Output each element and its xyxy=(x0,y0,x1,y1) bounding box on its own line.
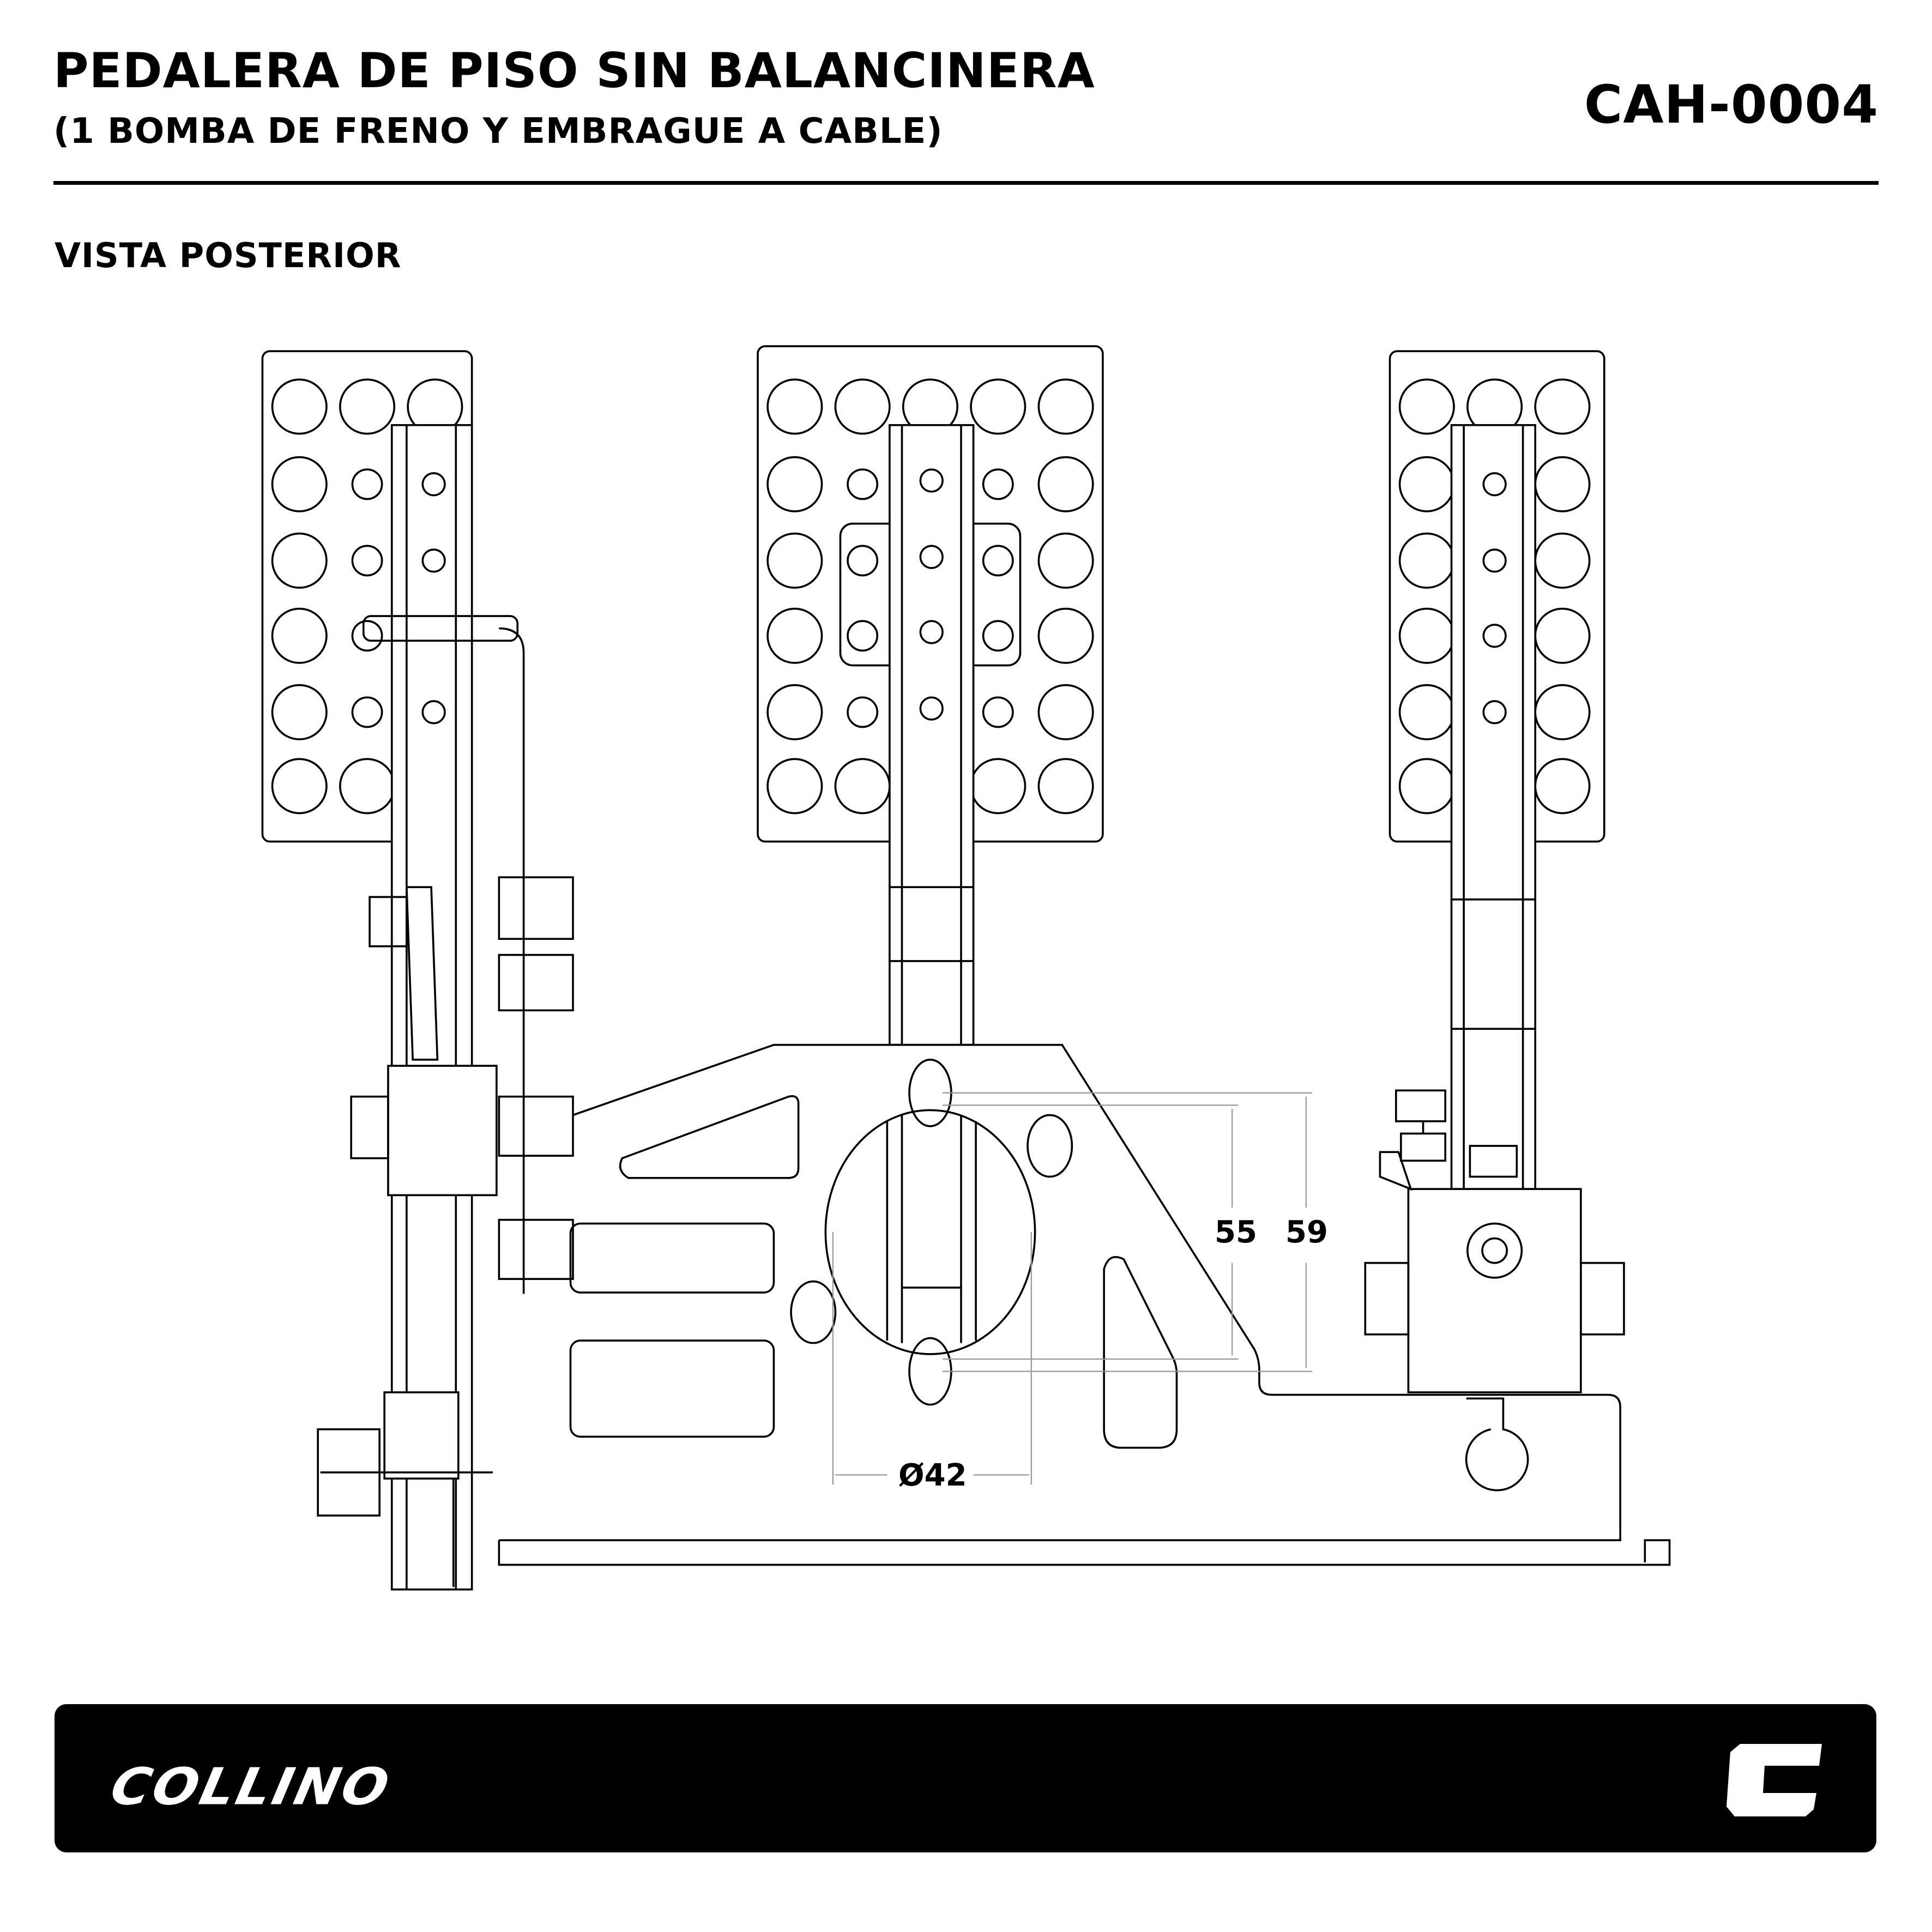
pedal-hole xyxy=(351,696,383,728)
pedal-hole xyxy=(847,545,879,577)
pedal-hole xyxy=(1482,700,1507,724)
pedal-hole xyxy=(919,696,944,721)
pedal-hole xyxy=(1482,472,1507,497)
dimension-59: 59 xyxy=(1285,1215,1328,1250)
pedal-hole xyxy=(1534,378,1591,435)
pedal-hole xyxy=(1482,548,1507,573)
pedal-hole xyxy=(421,472,446,497)
pedal-hole xyxy=(1398,378,1455,435)
pedal-hole xyxy=(766,607,823,664)
pedal-hole xyxy=(271,684,328,740)
pedal-hole xyxy=(1037,378,1094,435)
pedal-hole xyxy=(834,378,891,435)
pedal-hole xyxy=(421,700,446,724)
pedal-hole xyxy=(271,456,328,512)
page-subtitle: (1 BOMBA DE FRENO Y EMBRAGUE A CABLE) xyxy=(53,111,943,152)
pedal-hole xyxy=(1534,532,1591,589)
header-divider xyxy=(53,181,1879,185)
pedal-hole xyxy=(1037,532,1094,589)
pedal-hole xyxy=(1534,758,1591,814)
pedal-hole xyxy=(1037,758,1094,814)
pedal-hole xyxy=(351,545,383,577)
pedal-hole xyxy=(421,548,446,573)
pedal-hole xyxy=(982,545,1014,577)
pedal-hole xyxy=(1037,607,1094,664)
pedal-hole xyxy=(1534,456,1591,512)
pedal-hole xyxy=(919,468,944,493)
pedal-hole xyxy=(1037,456,1094,512)
pedal-hole xyxy=(271,378,328,435)
collino-c-mark-icon xyxy=(1726,1744,1822,1816)
pedal-hole xyxy=(847,468,879,500)
part-code: CAH-0004 xyxy=(1584,74,1879,135)
pedal-hole xyxy=(766,456,823,512)
view-label: VISTA POSTERIOR xyxy=(55,236,402,275)
pedal-hole xyxy=(271,532,328,589)
throttle-mechanism xyxy=(1364,1089,1625,1393)
pedal-hole xyxy=(982,696,1014,728)
pedal-hole xyxy=(271,607,328,664)
pedal-hole xyxy=(1482,624,1507,648)
pedal-hole xyxy=(919,545,944,569)
pedal-hole xyxy=(1037,684,1094,740)
pedal-hole xyxy=(982,468,1014,500)
pedal-hole xyxy=(1534,684,1591,740)
pedal-hole xyxy=(847,696,879,728)
pedal-hole xyxy=(982,620,1014,652)
pedal-hole xyxy=(766,758,823,814)
pedal-hole xyxy=(271,758,328,814)
pedal-hole xyxy=(1398,758,1455,814)
pedal-hole xyxy=(1398,684,1455,740)
brand-logo: COLLINO xyxy=(105,1757,396,1817)
clutch-mechanism xyxy=(317,615,574,1587)
pedal-hole xyxy=(351,620,383,652)
pedal-hole xyxy=(339,758,396,814)
dimension-55: 55 xyxy=(1215,1215,1257,1250)
footer-bar: COLLINO xyxy=(55,1704,1876,1852)
pedal-hole xyxy=(919,620,944,644)
pedal-hole xyxy=(1398,607,1455,664)
pedal-hole xyxy=(1534,607,1591,664)
pedal-hole xyxy=(970,378,1027,435)
pedal-hole xyxy=(834,758,891,814)
pedal-hole xyxy=(1398,456,1455,512)
pedal-hole xyxy=(339,378,396,435)
pedal-hole xyxy=(970,758,1027,814)
pedal-hole xyxy=(847,620,879,652)
dimension-diameter-42: Ø42 xyxy=(898,1458,967,1493)
pedal-hole xyxy=(351,468,383,500)
page-title: PEDALERA DE PISO SIN BALANCINERA xyxy=(53,43,1095,99)
pedal-hole xyxy=(766,378,823,435)
pedal-hole xyxy=(766,684,823,740)
dimension-lines xyxy=(832,1092,1313,1485)
pedal-arms xyxy=(390,424,1537,1591)
pedal-hole xyxy=(766,532,823,589)
pedal-hole xyxy=(1398,532,1455,589)
